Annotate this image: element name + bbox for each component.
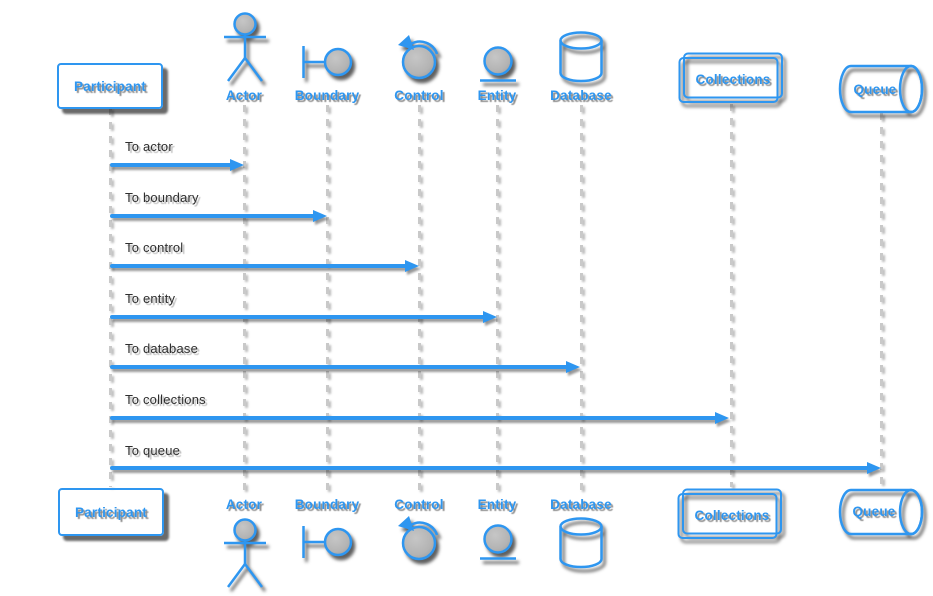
message-label: To collections bbox=[125, 392, 206, 407]
control-label-top: Control bbox=[394, 88, 444, 103]
message-label: To actor bbox=[125, 139, 173, 154]
actor-icon bbox=[219, 516, 271, 592]
participant-label: Participant bbox=[75, 504, 147, 520]
lifeline-control bbox=[417, 105, 421, 496]
boundary-icon bbox=[301, 525, 353, 559]
message-arrowhead bbox=[566, 361, 580, 373]
entity-icon bbox=[479, 522, 517, 562]
message-arrowhead bbox=[230, 159, 244, 171]
message-arrowhead bbox=[405, 260, 419, 272]
lifeline-participant bbox=[108, 108, 112, 487]
boundary-label-bottom: Boundary bbox=[294, 497, 360, 512]
message-arrow-line bbox=[110, 365, 568, 369]
database-icon bbox=[559, 517, 603, 569]
control-label-bottom: Control bbox=[394, 497, 444, 512]
database-label-top: Database bbox=[550, 88, 612, 103]
participant-label: Participant bbox=[74, 78, 146, 94]
lifeline-queue bbox=[879, 113, 883, 488]
message-arrow-line bbox=[110, 264, 407, 268]
actor-icon bbox=[219, 10, 271, 86]
message-label: To queue bbox=[125, 443, 181, 458]
message-label: To boundary bbox=[125, 190, 199, 205]
database-label-bottom: Database bbox=[550, 497, 612, 512]
message-arrowhead bbox=[715, 412, 729, 424]
lifeline-database bbox=[579, 105, 583, 496]
queue-icon-bottom bbox=[838, 488, 924, 536]
actor-label-top: Actor bbox=[225, 88, 263, 103]
message-arrow-line bbox=[110, 214, 315, 218]
message-arrowhead bbox=[483, 311, 497, 323]
queue-label-bottom: Queue bbox=[852, 504, 896, 519]
message-label: To entity bbox=[125, 291, 176, 306]
lifeline-actor bbox=[242, 105, 246, 496]
message-arrow-line bbox=[110, 315, 485, 319]
control-icon bbox=[398, 35, 441, 84]
boundary-label-top: Boundary bbox=[294, 88, 360, 103]
message-arrow-line bbox=[110, 416, 717, 420]
collections-label-top: Collections bbox=[695, 72, 771, 87]
entity-label-bottom: Entity bbox=[477, 497, 517, 512]
actor-label-bottom: Actor bbox=[225, 497, 263, 512]
message-arrow-line bbox=[110, 163, 232, 167]
collections-icon-bottom bbox=[677, 488, 783, 540]
message-label: To database bbox=[125, 341, 199, 356]
lifeline-boundary bbox=[325, 105, 329, 496]
collections-label-bottom: Collections bbox=[694, 508, 770, 523]
queue-label-top: Queue bbox=[853, 82, 897, 97]
message-arrow-line bbox=[110, 466, 869, 470]
entity-label-top: Entity bbox=[477, 88, 517, 103]
lifeline-entity bbox=[495, 105, 499, 496]
message-label: To control bbox=[125, 240, 184, 255]
message-arrowhead bbox=[313, 210, 327, 222]
message-arrowhead bbox=[867, 462, 881, 474]
participant-box-bottom: Participant bbox=[58, 488, 164, 536]
queue-icon-top bbox=[838, 64, 924, 114]
entity-icon bbox=[479, 44, 517, 84]
database-icon bbox=[559, 31, 603, 83]
lifeline-collections bbox=[729, 104, 733, 487]
boundary-icon bbox=[301, 45, 353, 79]
collections-icon-top bbox=[678, 52, 784, 104]
participant-box-top: Participant bbox=[57, 63, 163, 109]
control-icon bbox=[398, 516, 441, 565]
